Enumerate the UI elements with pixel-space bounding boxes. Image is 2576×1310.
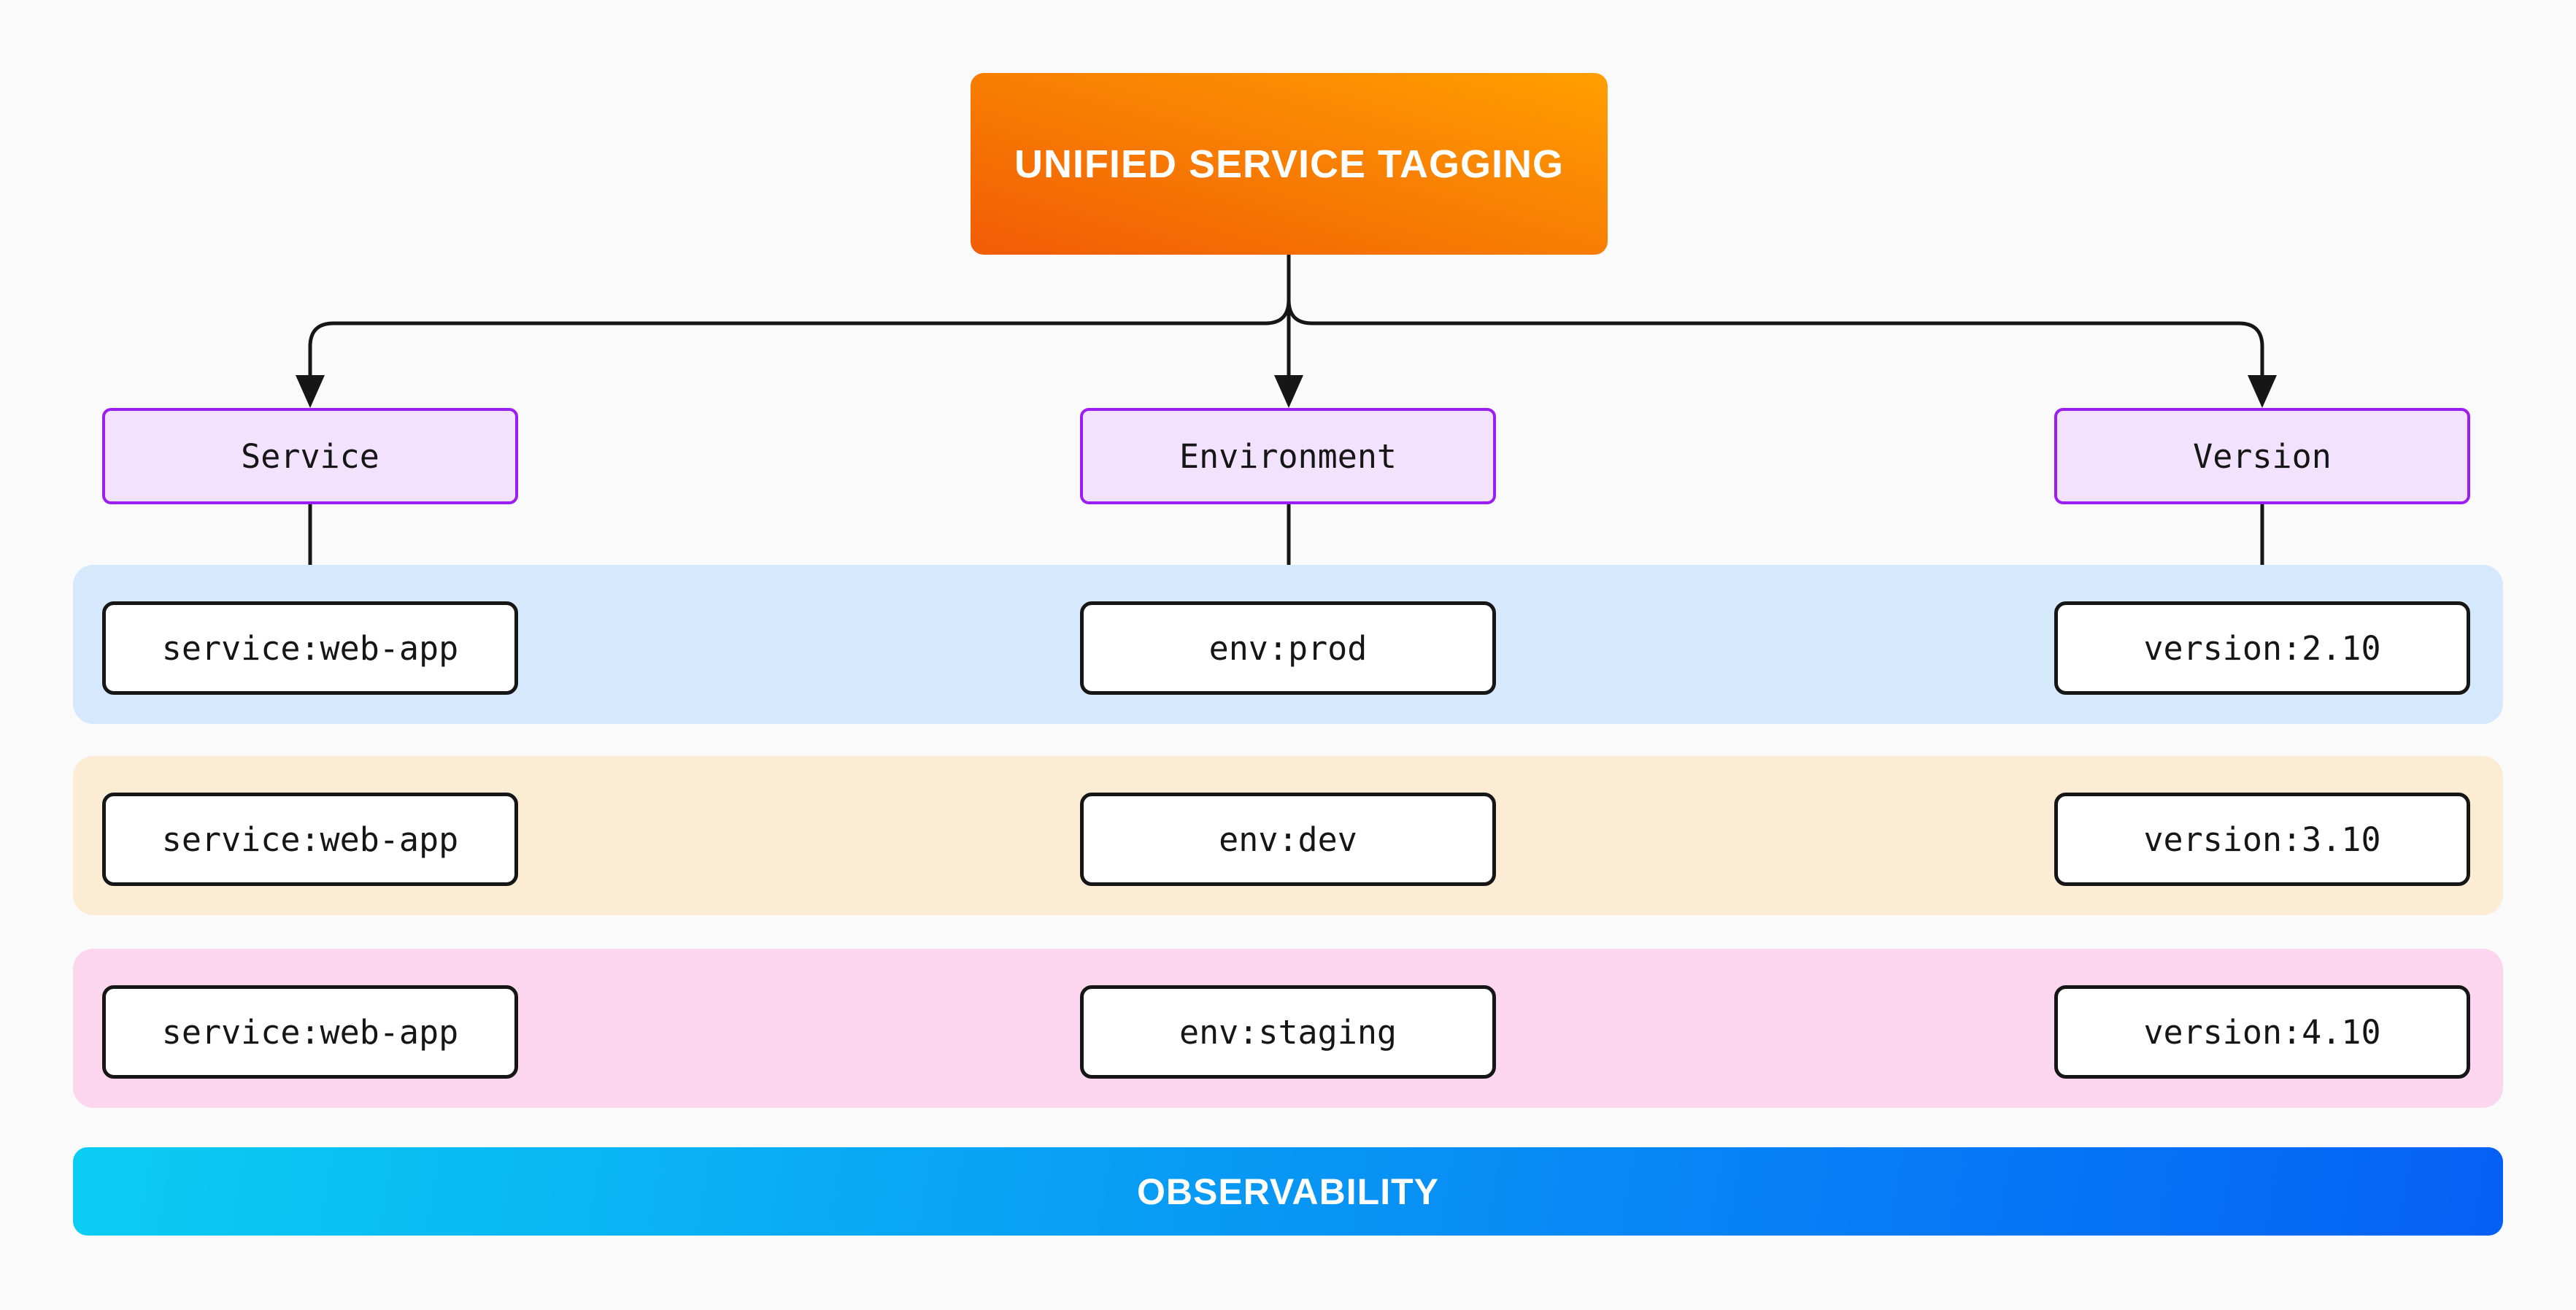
tag-label: version:2.10 [2143,628,2381,668]
tag-box-service-prod: service:web-app [102,601,518,695]
observability-bar: OBSERVABILITY [73,1147,2503,1236]
column-label-version: Version [2193,436,2332,476]
tag-label: env:prod [1208,628,1368,668]
tag-label: env:dev [1219,820,1357,859]
tag-label: version:4.10 [2143,1012,2381,1052]
tag-box-env-dev: env:dev [1080,793,1496,886]
tag-box-version-staging: version:4.10 [2054,985,2470,1079]
arrowhead-service [296,375,325,408]
tag-label: service:web-app [161,820,459,859]
tag-box-service-staging: service:web-app [102,985,518,1079]
column-box-environment: Environment [1080,408,1496,504]
tag-box-env-staging: env:staging [1080,985,1496,1079]
row-band-staging: service:web-app env:staging version:4.10 [73,949,2503,1108]
column-label-environment: Environment [1179,436,1397,476]
row-band-prod: service:web-app env:prod version:2.10 [73,565,2503,724]
column-box-service: Service [102,408,518,504]
column-box-version: Version [2054,408,2470,504]
row-band-dev: service:web-app env:dev version:3.10 [73,756,2503,915]
tag-box-service-dev: service:web-app [102,793,518,886]
tag-label: env:staging [1179,1012,1397,1052]
connector-right [1287,299,2264,379]
column-label-service: Service [241,436,379,476]
observability-label: OBSERVABILITY [1137,1171,1439,1212]
tag-box-version-dev: version:3.10 [2054,793,2470,886]
title-box: UNIFIED SERVICE TAGGING [971,73,1608,255]
tag-label: service:web-app [161,628,459,668]
tag-label: version:3.10 [2143,820,2381,859]
title-text: UNIFIED SERVICE TAGGING [1014,142,1565,186]
arrowhead-environment [1274,375,1303,408]
connector-left [308,299,1291,379]
tag-box-env-prod: env:prod [1080,601,1496,695]
arrowhead-version [2248,375,2277,408]
tag-box-version-prod: version:2.10 [2054,601,2470,695]
tag-label: service:web-app [161,1012,459,1052]
